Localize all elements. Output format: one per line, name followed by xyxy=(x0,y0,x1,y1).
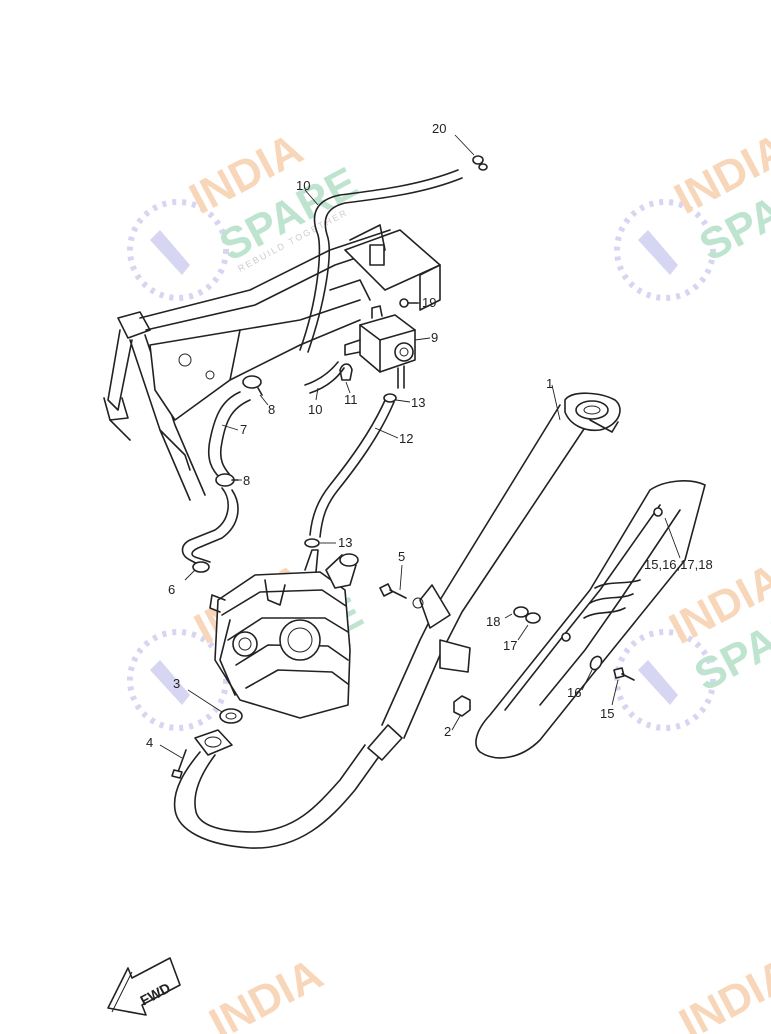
fwd-arrow-icon: FWD xyxy=(107,957,181,1016)
callouts: 1 2 3 4 5 6 7 8 8 9 10 10 11 12 13 13 15… xyxy=(146,121,713,750)
part-1-muffler xyxy=(381,384,621,739)
part-5-bolt xyxy=(379,564,407,599)
callout-13b: 13 xyxy=(338,535,352,550)
part-10-hose-lower xyxy=(304,361,345,401)
part-8-clamp-upper xyxy=(242,375,269,406)
part-20-clip xyxy=(454,134,488,171)
callout-18: 18 xyxy=(486,614,500,629)
callout-1: 1 xyxy=(546,376,553,391)
watermark-india: INDIA xyxy=(672,949,771,1034)
callout-4: 4 xyxy=(146,735,153,750)
callout-8b: 8 xyxy=(243,473,250,488)
part-9-valve-canister xyxy=(344,305,431,389)
part-17-washer xyxy=(517,612,541,641)
callout-20: 20 xyxy=(432,121,446,136)
callout-11: 11 xyxy=(344,392,358,407)
callout-17: 17 xyxy=(503,638,517,653)
engine-cylinder-head xyxy=(209,549,359,719)
part-4-bolt xyxy=(159,744,187,779)
part-18-washer xyxy=(504,606,529,619)
callout-2: 2 xyxy=(444,724,451,739)
callout-8a: 8 xyxy=(268,402,275,417)
part-8-clamp-lower xyxy=(215,473,242,487)
exhaust-header-pipe xyxy=(173,724,403,849)
callout-15-16-17-18: 15,16,17,18 xyxy=(644,557,713,572)
part-13-clamp-upper xyxy=(383,393,411,403)
watermark-india: INDIA xyxy=(202,949,331,1034)
callout-13a: 13 xyxy=(411,395,425,410)
part-15-heat-shield xyxy=(475,480,706,759)
part-16-washer xyxy=(581,655,603,691)
part-3-gasket xyxy=(187,689,243,724)
part-15-bolt xyxy=(611,667,635,706)
callout-10b: 10 xyxy=(308,402,322,417)
callout-3: 3 xyxy=(173,676,180,691)
callout-15: 15 xyxy=(600,706,614,721)
callout-16: 16 xyxy=(567,685,581,700)
callout-6: 6 xyxy=(168,582,175,597)
part-7-hose xyxy=(207,391,251,479)
callout-19: 19 xyxy=(422,295,436,310)
callout-9: 9 xyxy=(431,330,438,345)
watermark-top-right: INDIA SPARE xyxy=(614,124,771,301)
part-11-clip xyxy=(339,363,353,394)
part-12-hose xyxy=(309,397,399,538)
part-19-bolt xyxy=(399,298,420,308)
part-6-breather-pipe xyxy=(181,487,239,581)
callout-10a: 10 xyxy=(296,178,310,193)
frame xyxy=(103,224,441,501)
callout-12: 12 xyxy=(399,431,413,446)
part-2-nut xyxy=(451,695,471,731)
watermark-bottom: INDIA INDIA xyxy=(202,949,771,1034)
part-13-clamp-lower xyxy=(304,538,336,548)
part-10-hose-upper xyxy=(299,169,463,353)
callout-5: 5 xyxy=(398,549,405,564)
callout-7: 7 xyxy=(240,422,247,437)
